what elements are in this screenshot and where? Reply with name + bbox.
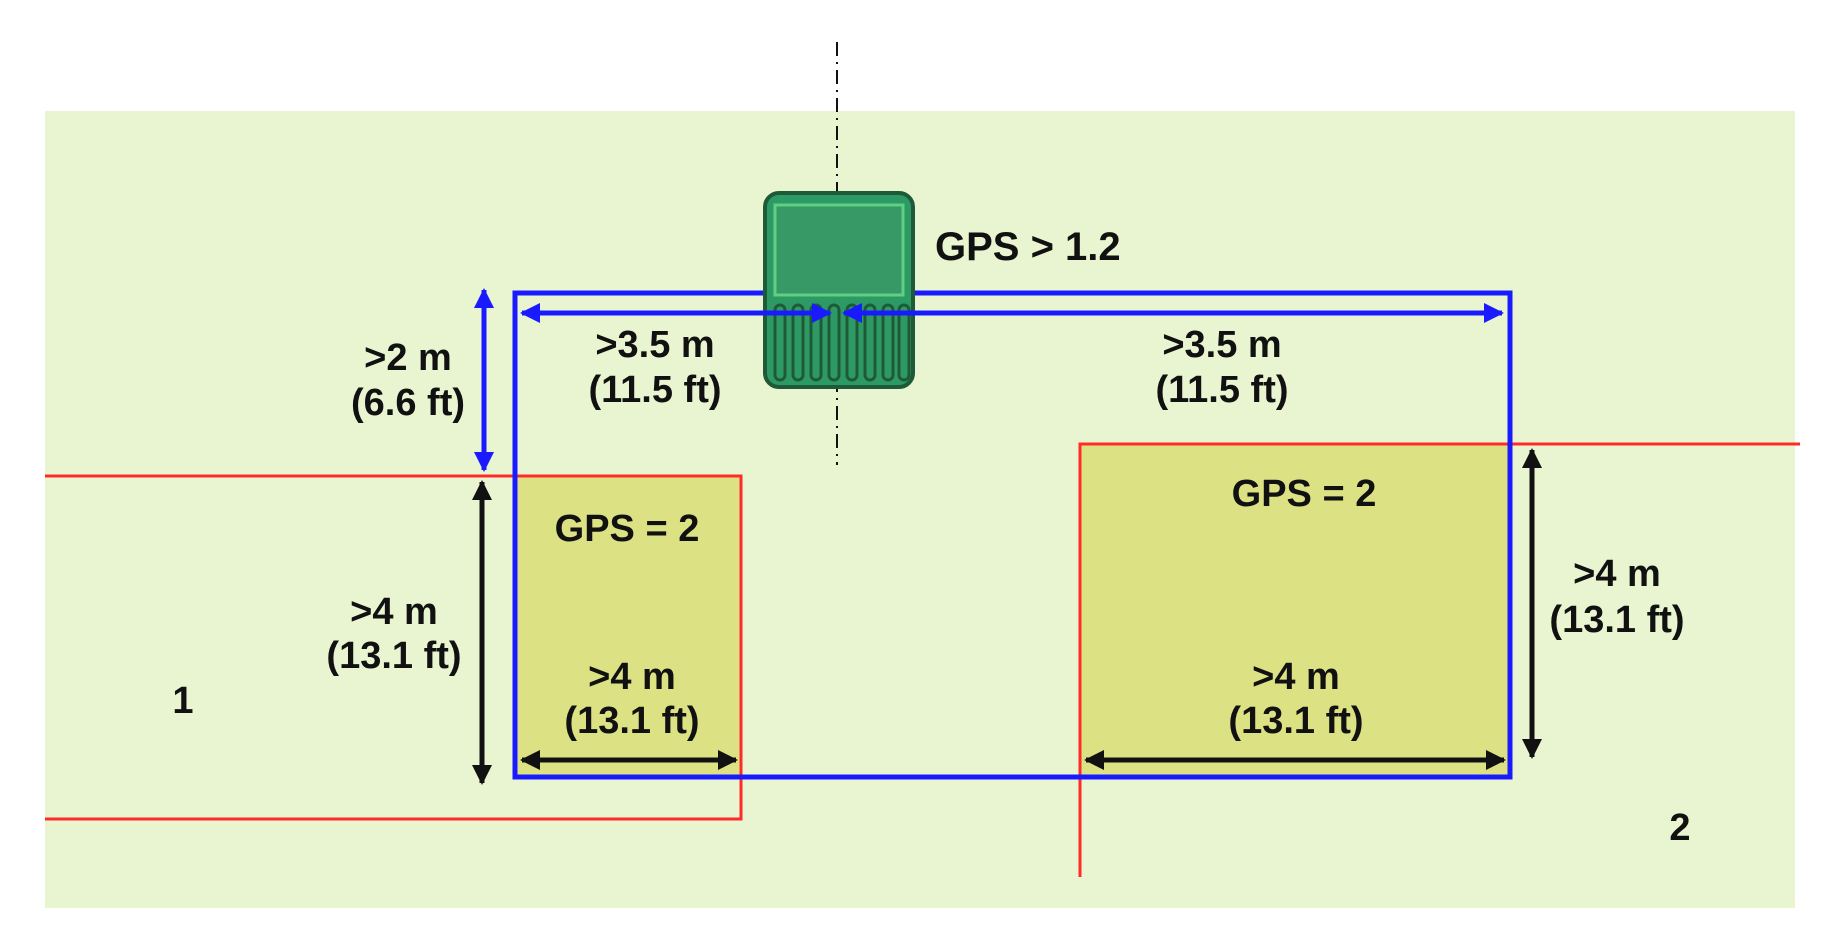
left-zone-width-ft-label: (13.1 ft) (564, 700, 699, 742)
top-left-distance-label: >3.5 m (595, 324, 714, 366)
top-left-distance-ft-label: (11.5 ft) (588, 369, 721, 411)
boundary-line-left (45, 474, 743, 821)
work-area-boundary (512, 290, 1513, 780)
area-2-label: 2 (1669, 807, 1690, 849)
right-zone-width-label: >4 m (1252, 656, 1340, 698)
top-right-distance-label: >3.5 m (1162, 324, 1281, 366)
vertical-gap-label: >2 m (364, 337, 452, 379)
gps-left-zone-label: GPS = 2 (555, 508, 700, 550)
right-zone-height-label: >4 m (1573, 553, 1661, 595)
left-zone-width-label: >4 m (588, 656, 676, 698)
right-zone (1080, 444, 1510, 777)
gps-right-zone-label: GPS = 2 (1232, 473, 1377, 515)
left-zone-height-label: >4 m (350, 591, 438, 633)
left-zone (517, 476, 742, 778)
gps-machine-label: GPS > 1.2 (935, 225, 1121, 269)
top-right-distance-ft-label: (11.5 ft) (1155, 369, 1288, 411)
right-zone-height-ft-label: (13.1 ft) (1549, 599, 1684, 641)
planter-icon (763, 191, 915, 389)
vertical-gap-ft-label: (6.6 ft) (351, 382, 465, 424)
area-1-label: 1 (172, 680, 193, 722)
right-zone-width-ft-label: (13.1 ft) (1228, 700, 1363, 742)
left-zone-height-ft-label: (13.1 ft) (326, 635, 461, 677)
boundary-line-right (1078, 442, 1800, 877)
